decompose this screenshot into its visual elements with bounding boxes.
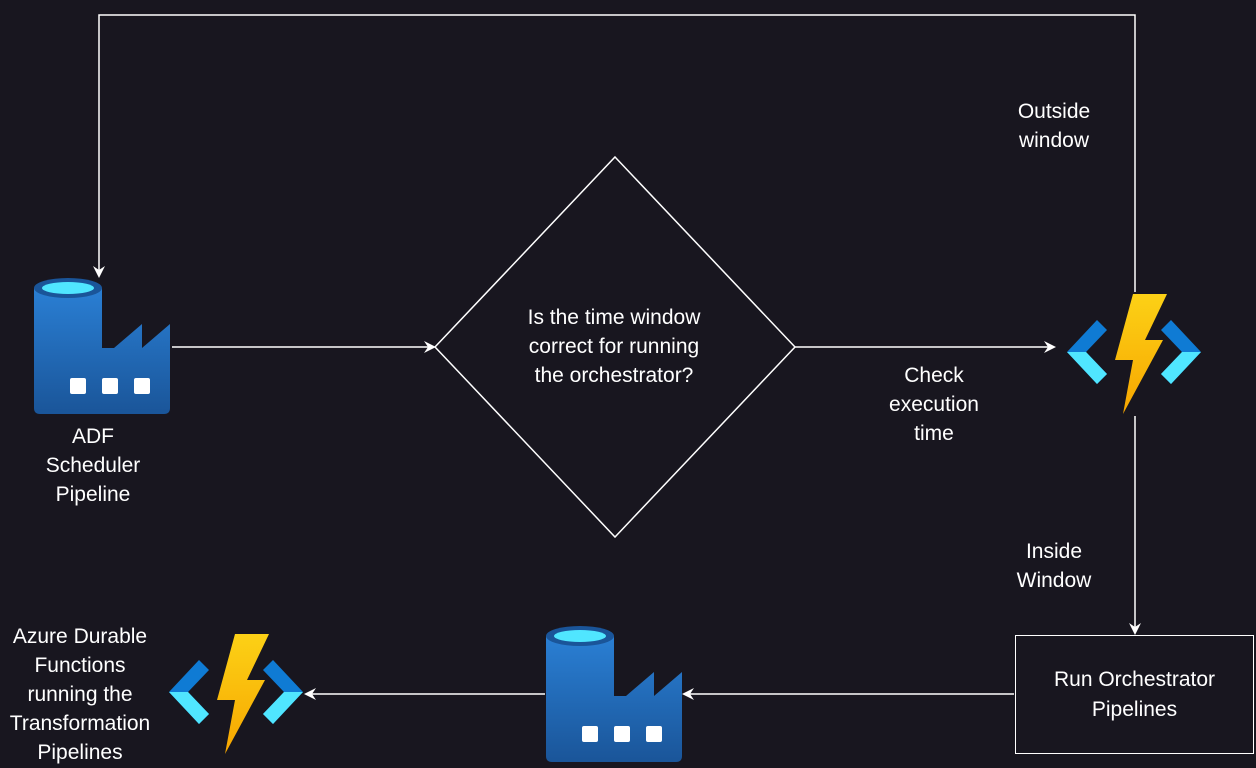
- outside-window-label: Outside window: [1017, 100, 1091, 152]
- durable-functions-label: Azure Durable Functions running the Tran…: [9, 625, 151, 764]
- azure-function-icon: [1067, 294, 1201, 414]
- check-execution-label: Check execution time: [889, 364, 979, 445]
- azure-function-icon: [169, 634, 303, 754]
- inside-window-label: Inside Window: [1016, 540, 1092, 592]
- run-orchestrator-box: Run Orchestrator Pipelines: [1015, 635, 1254, 754]
- run-orchestrator-label: Run Orchestrator Pipelines: [1053, 667, 1216, 721]
- decision-label: Is the time window correct for running t…: [527, 306, 701, 387]
- data-factory-icon: [546, 626, 682, 762]
- decision-diamond: [433, 155, 797, 539]
- data-factory-icon: [34, 278, 170, 414]
- edge-outside-window-loop: [93, 14, 1136, 292]
- edges: [93, 14, 1141, 700]
- adf-scheduler-label: ADF Scheduler Pipeline: [45, 425, 141, 506]
